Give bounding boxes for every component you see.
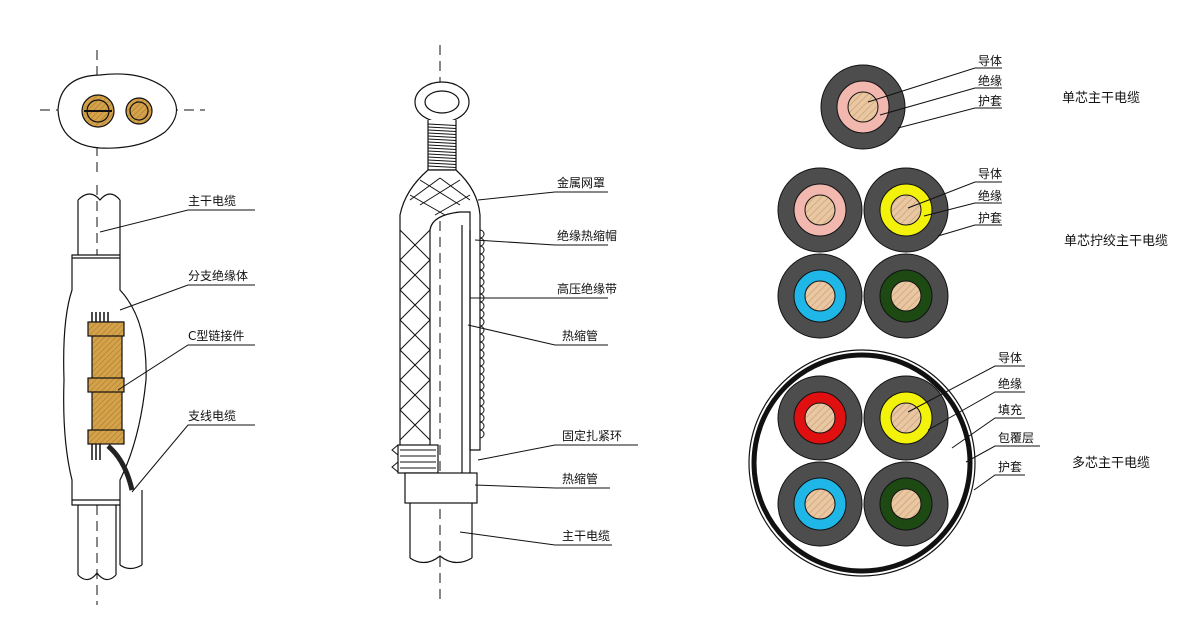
label-multi-conductor: 导体 [998, 351, 1022, 365]
label-shrink-tube-2: 热缩管 [562, 471, 598, 486]
cross-sections-labels: 导体 绝缘 护套 单芯主干电缆 导体 绝缘 护套 单芯拧绞主干电缆 导体 绝缘 … [978, 54, 1168, 474]
tape-wrap-bumps [479, 229, 485, 439]
label-branch-insulator: 分支绝缘体 [188, 268, 248, 283]
coil-turn [427, 144, 457, 147]
label-insulating-cap: 绝缘热缩帽 [557, 228, 617, 243]
title-twisted-core: 单芯拧绞主干电缆 [1064, 233, 1168, 249]
coil-turn [427, 135, 457, 138]
label-twisted-insulation: 绝缘 [978, 188, 1002, 203]
mesh-crosshatch [399, 177, 471, 441]
label-single-conductor: 导体 [978, 54, 1002, 68]
pulling-head-labels: 金属网罩 绝缘热缩帽 高压绝缘带 热缩管 固定扎紧环 热缩管 主干电缆 [557, 175, 622, 543]
label-multi-filler: 填充 [998, 402, 1022, 417]
label-fixing-ring: 固定扎紧环 [562, 428, 622, 443]
title-multi-core: 多芯主干电缆 [1072, 455, 1150, 471]
label-main-cable-2: 主干电缆 [562, 529, 610, 543]
label-metal-mesh: 金属网罩 [557, 175, 605, 190]
label-c-connector: C型链接件 [188, 328, 244, 343]
branch-connector-figure [40, 50, 255, 605]
coil-turn [427, 150, 457, 153]
label-twisted-sheath: 护套 [978, 211, 1002, 225]
label-single-insulation: 绝缘 [978, 73, 1002, 88]
twisted-cores-cable [777, 167, 949, 339]
multi-core-cable [748, 349, 976, 577]
label-main-cable: 主干电缆 [188, 194, 236, 208]
top-cross-section [40, 50, 205, 175]
single-core-cable [820, 64, 906, 150]
label-multi-wrap: 包覆层 [998, 431, 1034, 445]
title-single-core: 单芯主干电缆 [1062, 90, 1140, 106]
coil-turn [427, 159, 457, 162]
coil-turn [427, 129, 457, 132]
branch-connector-labels: 主干电缆 分支绝缘体 C型链接件 支线电缆 [188, 194, 248, 423]
coil-turn [427, 165, 457, 168]
label-multi-insulation: 绝缘 [998, 376, 1022, 391]
coil-turn [427, 126, 457, 129]
cross-sections-figure [748, 64, 1040, 577]
coil-winding [427, 120, 457, 171]
label-multi-sheath: 护套 [998, 460, 1022, 474]
coil-turn [427, 132, 457, 135]
coil-turn [427, 156, 457, 159]
label-hv-tape: 高压绝缘带 [557, 281, 617, 296]
coil-turn [427, 147, 457, 150]
coil-turn [427, 153, 457, 156]
coil-turn [427, 141, 457, 144]
coil-turn [427, 123, 457, 126]
coil-turn [427, 138, 457, 141]
pulling-head-figure [391, 45, 638, 605]
label-shrink-tube-1: 热缩管 [562, 328, 598, 343]
label-branch-cable: 支线电缆 [188, 409, 236, 423]
main-cable-body [63, 185, 147, 605]
label-twisted-conductor: 导体 [978, 167, 1002, 181]
coil-turn [427, 162, 457, 165]
label-single-sheath: 护套 [978, 94, 1002, 108]
